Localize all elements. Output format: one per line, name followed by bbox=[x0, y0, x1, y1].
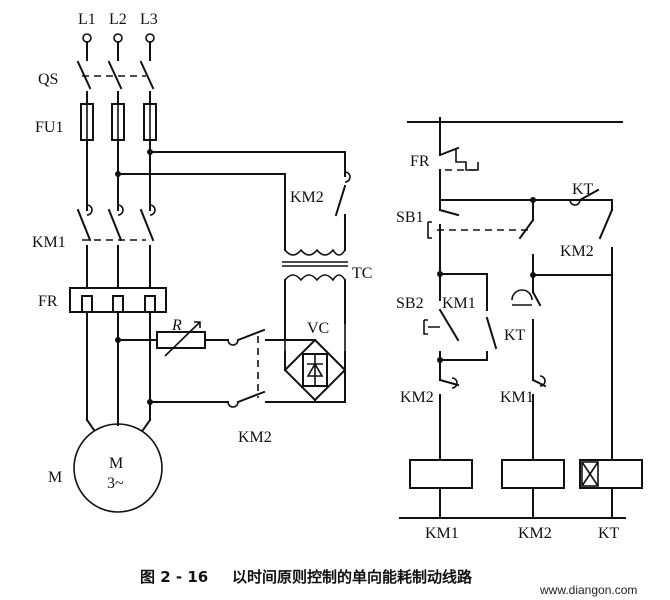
label-l2: L2 bbox=[109, 11, 127, 28]
label-vc: VC bbox=[307, 320, 329, 337]
label-km1-seal: KM1 bbox=[442, 295, 476, 312]
main-circuit bbox=[69, 33, 167, 513]
kt-timer-contact bbox=[511, 289, 533, 306]
terminal-l3 bbox=[145, 33, 155, 43]
transformer-secondary bbox=[284, 274, 346, 282]
label-l1: L1 bbox=[78, 11, 96, 28]
terminal-l1 bbox=[82, 33, 92, 43]
phase-l2-wire bbox=[107, 41, 123, 426]
sb2-button bbox=[423, 319, 440, 335]
transformer-primary bbox=[284, 248, 346, 256]
phase-l3-wire bbox=[139, 41, 155, 421]
label-fu1: FU1 bbox=[35, 119, 63, 136]
km2-transformer-contact bbox=[344, 171, 351, 183]
label-km1-interlock: KM1 bbox=[500, 389, 534, 406]
fr-nc-contact bbox=[455, 148, 479, 171]
km2-rectifier-contact-top bbox=[227, 339, 239, 346]
sb1-button bbox=[427, 221, 432, 239]
caption-title: 以时间原则控制的单向能耗制动线路 bbox=[232, 568, 473, 586]
caption-number: 图 2 - 16 bbox=[140, 568, 208, 586]
label-km2-transformer: KM2 bbox=[290, 189, 324, 206]
labels: L1 L2 L3 QS FU1 KM1 FR R M M 3~ KM2 TC V… bbox=[32, 11, 637, 597]
label-qs: QS bbox=[38, 71, 58, 88]
label-coil-km2: KM2 bbox=[518, 525, 552, 542]
coil-km1 bbox=[409, 459, 473, 489]
label-r: R bbox=[171, 317, 182, 334]
label-l3: L3 bbox=[140, 11, 158, 28]
braking-supply bbox=[117, 151, 351, 408]
label-sb2: SB2 bbox=[396, 295, 424, 312]
fr-thermal-relay bbox=[69, 287, 167, 313]
km1-main-contacts bbox=[86, 204, 156, 216]
control-circuit bbox=[399, 117, 643, 519]
label-km2-interlock: KM2 bbox=[400, 389, 434, 406]
motor-label-m: M bbox=[109, 455, 123, 472]
label-m: M bbox=[48, 469, 62, 486]
motor-label-3phase: 3~ bbox=[107, 475, 124, 492]
label-kt-timer: KT bbox=[504, 327, 526, 344]
label-coil-kt: KT bbox=[598, 525, 620, 542]
km2-interlock-contact bbox=[451, 377, 458, 389]
label-sb1: SB1 bbox=[396, 209, 424, 226]
label-km2-seal: KM2 bbox=[560, 243, 594, 260]
km1-interlock-contact bbox=[539, 375, 546, 387]
label-fr: FR bbox=[38, 293, 58, 310]
label-tc: TC bbox=[352, 265, 372, 282]
label-km1: KM1 bbox=[32, 234, 66, 251]
label-coil-km1: KM1 bbox=[425, 525, 459, 542]
label-kt-contact: KT bbox=[572, 181, 594, 198]
phase-l1-wire bbox=[76, 41, 92, 421]
label-ctl-fr: FR bbox=[410, 153, 430, 170]
motor-symbol bbox=[73, 423, 163, 513]
coil-km2 bbox=[501, 459, 565, 489]
label-km2-rectifier: KM2 bbox=[238, 429, 272, 446]
watermark: www.diangon.com bbox=[539, 583, 637, 597]
terminal-l2 bbox=[113, 33, 123, 43]
km2-rectifier-contact-bottom bbox=[227, 401, 239, 408]
